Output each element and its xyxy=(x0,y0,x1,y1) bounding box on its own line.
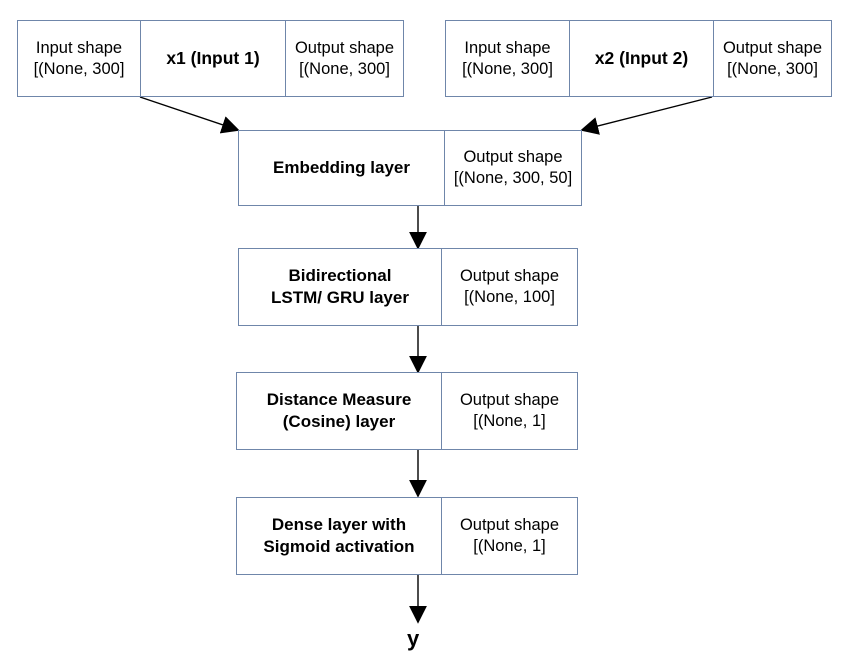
embedding-layer-name: Embedding layer xyxy=(273,158,410,177)
input2-input-shape: Input shape [(None, 300] xyxy=(446,21,569,96)
distance-layer-node: Distance Measure (Cosine) layer Output s… xyxy=(236,372,578,450)
input2-input-label: Input shape xyxy=(464,38,551,57)
dense-output-label: Output shape xyxy=(459,516,560,534)
lstm-layer-node: Bidirectional LSTM/ GRU layer Output sha… xyxy=(238,248,578,326)
dense-layer-node: Dense layer with Sigmoid activation Outp… xyxy=(236,497,578,575)
distance-output-shape: Output shape [(None, 1] xyxy=(441,373,577,449)
embedding-layer-node: Embedding layer Output shape [(None, 300… xyxy=(238,130,582,206)
lstm-output-value: [(None, 100] xyxy=(464,288,555,306)
input1-output-shape: Output shape [(None, 300] xyxy=(285,21,403,96)
input1-input-value: [(None, 300] xyxy=(33,59,125,78)
dense-output-shape: Output shape [(None, 1] xyxy=(441,498,577,574)
dense-output-value: [(None, 1] xyxy=(473,537,546,555)
lstm-output-label: Output shape xyxy=(459,267,560,285)
distance-layer-name: Distance Measure (Cosine) layer xyxy=(266,390,412,431)
embedding-output-label: Output shape xyxy=(463,148,563,166)
embedding-output-shape: Output shape [(None, 300, 50] xyxy=(444,131,581,205)
input1-name: x1 (Input 1) xyxy=(140,21,285,96)
input1-output-label: Output shape xyxy=(294,38,395,57)
input2-output-shape: Output shape [(None, 300] xyxy=(713,21,831,96)
lstm-output-shape: Output shape [(None, 100] xyxy=(441,249,577,325)
distance-output-label: Output shape xyxy=(459,391,560,409)
arrow-input2-to-embedding xyxy=(580,96,713,135)
embedding-output-value: [(None, 300, 50] xyxy=(453,169,573,187)
input2-name: x2 (Input 2) xyxy=(569,21,713,96)
dense-layer-name: Dense layer with Sigmoid activation xyxy=(263,515,415,556)
lstm-layer-name: Bidirectional LSTM/ GRU layer xyxy=(271,266,409,307)
input1-input-label: Input shape xyxy=(35,38,123,57)
input2-output-value: [(None, 300] xyxy=(727,59,818,78)
input1-input-shape: Input shape [(None, 300] xyxy=(18,21,140,96)
input1-output-value: [(None, 300] xyxy=(299,59,390,78)
distance-output-value: [(None, 1] xyxy=(473,412,546,430)
input2-output-label: Output shape xyxy=(722,38,823,57)
output-y-label: y xyxy=(407,626,420,651)
input1-node: Input shape [(None, 300] x1 (Input 1) Ou… xyxy=(17,20,404,97)
input2-input-value: [(None, 300] xyxy=(462,59,553,78)
input2-node: Input shape [(None, 300] x2 (Input 2) Ou… xyxy=(445,20,832,97)
arrow-input1-to-embedding xyxy=(139,96,240,134)
